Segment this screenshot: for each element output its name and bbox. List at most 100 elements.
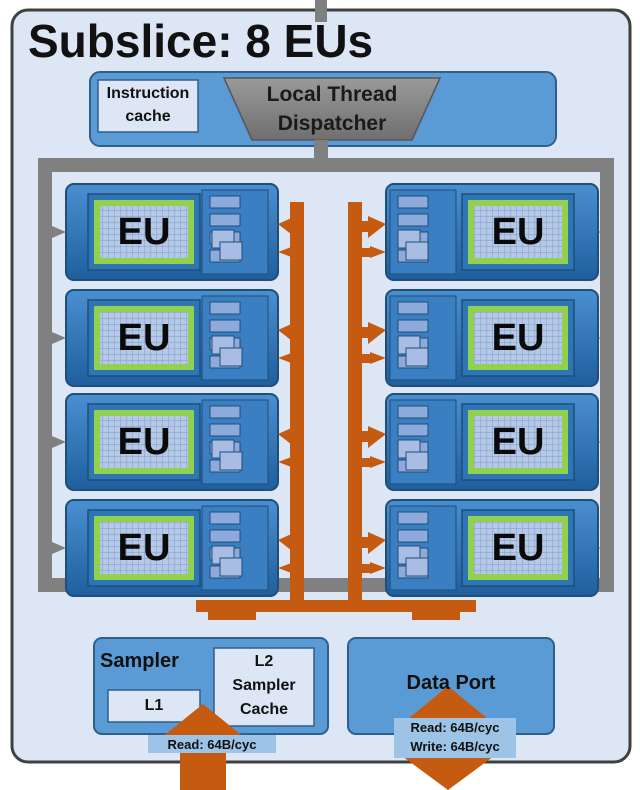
thread-connector xyxy=(52,332,66,344)
eu-unit xyxy=(397,405,429,419)
eu-register-grid xyxy=(474,206,562,258)
subslice-title: Subslice: 8 EUs xyxy=(28,15,374,67)
sampler-title: Sampler xyxy=(100,650,179,672)
data-bus-stub xyxy=(370,352,386,364)
l2-label: L2 Sampler Cache xyxy=(214,650,314,722)
dispatcher-line2: Dispatcher xyxy=(277,112,387,135)
eu-unit xyxy=(209,405,241,419)
eu-unit xyxy=(209,529,241,543)
eu-unit xyxy=(209,423,241,437)
data-bus-stub xyxy=(370,562,386,574)
eu-queue xyxy=(405,241,429,261)
data-bus-stub xyxy=(278,456,294,468)
data-bus-stub xyxy=(278,426,296,448)
data-bus-stub xyxy=(278,246,294,258)
eu-register-grid xyxy=(100,416,188,468)
data-port-write: Write: 64B/cyc xyxy=(410,739,500,754)
eu-queue xyxy=(405,347,429,367)
eu-label: EU xyxy=(117,527,171,569)
eu-queue xyxy=(405,451,429,471)
thread-connector xyxy=(598,542,612,554)
eu-label: EU xyxy=(491,317,545,359)
data-bus-stub xyxy=(362,248,372,257)
eu-queue xyxy=(219,557,243,577)
data-bus-stub xyxy=(362,322,386,344)
eu-queue xyxy=(405,557,429,577)
eu-unit xyxy=(397,319,429,333)
eu-label: EU xyxy=(491,211,545,253)
eu-unit xyxy=(209,301,241,315)
eu-register-grid xyxy=(474,522,562,574)
data-bus-stub xyxy=(362,532,386,554)
eu-block xyxy=(52,183,279,281)
orange-data-bus xyxy=(196,202,476,620)
eu-unit xyxy=(209,195,241,209)
instruction-cache-line1: Instruction xyxy=(106,85,190,102)
eu-label: EU xyxy=(117,211,171,253)
eu-block xyxy=(52,393,279,491)
thread-connector xyxy=(598,332,612,344)
l1-cache-box xyxy=(107,689,201,723)
dispatcher-label: Local Thread Dispatcher xyxy=(240,80,424,138)
l1-label: L1 xyxy=(144,697,164,714)
thread-connector xyxy=(52,542,66,554)
data-port-title: Data Port xyxy=(406,672,496,694)
eu-register-grid xyxy=(100,206,188,258)
eu-block xyxy=(385,393,612,491)
eu-unit xyxy=(209,213,241,227)
data-bus-stub xyxy=(362,426,386,448)
eu-unit xyxy=(397,423,429,437)
l2-line3: Cache xyxy=(239,701,289,718)
data-bus-stub xyxy=(278,562,294,574)
data-bus-stub xyxy=(278,532,296,554)
eu-unit xyxy=(397,301,429,315)
eu-label: EU xyxy=(117,421,171,463)
eu-unit xyxy=(397,195,429,209)
eu-register-grid xyxy=(474,312,562,364)
eu-register-grid xyxy=(474,416,562,468)
local-thread-dispatcher xyxy=(222,77,442,141)
eu-queue xyxy=(219,347,243,367)
eu-label: EU xyxy=(117,317,171,359)
eu-label: EU xyxy=(491,421,545,463)
data-bus-stub xyxy=(370,456,386,468)
data-bus-stub xyxy=(278,322,296,344)
eu-unit xyxy=(209,511,241,525)
l2-line2: Sampler xyxy=(232,677,296,694)
eu-unit xyxy=(397,511,429,525)
data-port-read: Read: 64B/cyc xyxy=(410,720,500,735)
data-bus-stub xyxy=(278,216,296,238)
data-bus-stub xyxy=(278,352,294,364)
sampler-bandwidth-bg xyxy=(148,735,276,753)
eu-queue xyxy=(219,451,243,471)
sampler-bandwidth: Read: 64B/cyc xyxy=(167,737,257,752)
instruction-cache-line2: cache xyxy=(125,108,171,125)
eu-block xyxy=(52,289,279,387)
eu-unit xyxy=(397,529,429,543)
l2-sampler-cache-box xyxy=(213,647,315,727)
data-bus-stub xyxy=(362,354,372,363)
eu-register-grid xyxy=(100,522,188,574)
thread-connector xyxy=(52,436,66,448)
eu-unit xyxy=(397,213,429,227)
top-input-arrow xyxy=(315,0,327,22)
l2-line1: L2 xyxy=(254,653,274,670)
thread-connector xyxy=(598,226,612,238)
eu-block xyxy=(52,499,279,597)
data-bus-stub xyxy=(362,216,386,238)
data-bus-stub xyxy=(362,458,372,467)
data-bus-stub xyxy=(370,246,386,258)
eu-register-grid xyxy=(100,312,188,364)
instruction-cache-label: Instruction cache xyxy=(98,82,198,128)
dispatcher-line1: Local Thread xyxy=(266,83,398,106)
eu-queue xyxy=(219,241,243,261)
thread-connector xyxy=(598,436,612,448)
data-bus-stub xyxy=(362,564,372,573)
dataport-bandwidth-bg xyxy=(394,718,516,758)
eu-unit xyxy=(209,319,241,333)
eu-block xyxy=(385,183,612,281)
eu-label: EU xyxy=(491,527,545,569)
instruction-cache-box xyxy=(97,79,199,133)
thread-connector xyxy=(52,226,66,238)
